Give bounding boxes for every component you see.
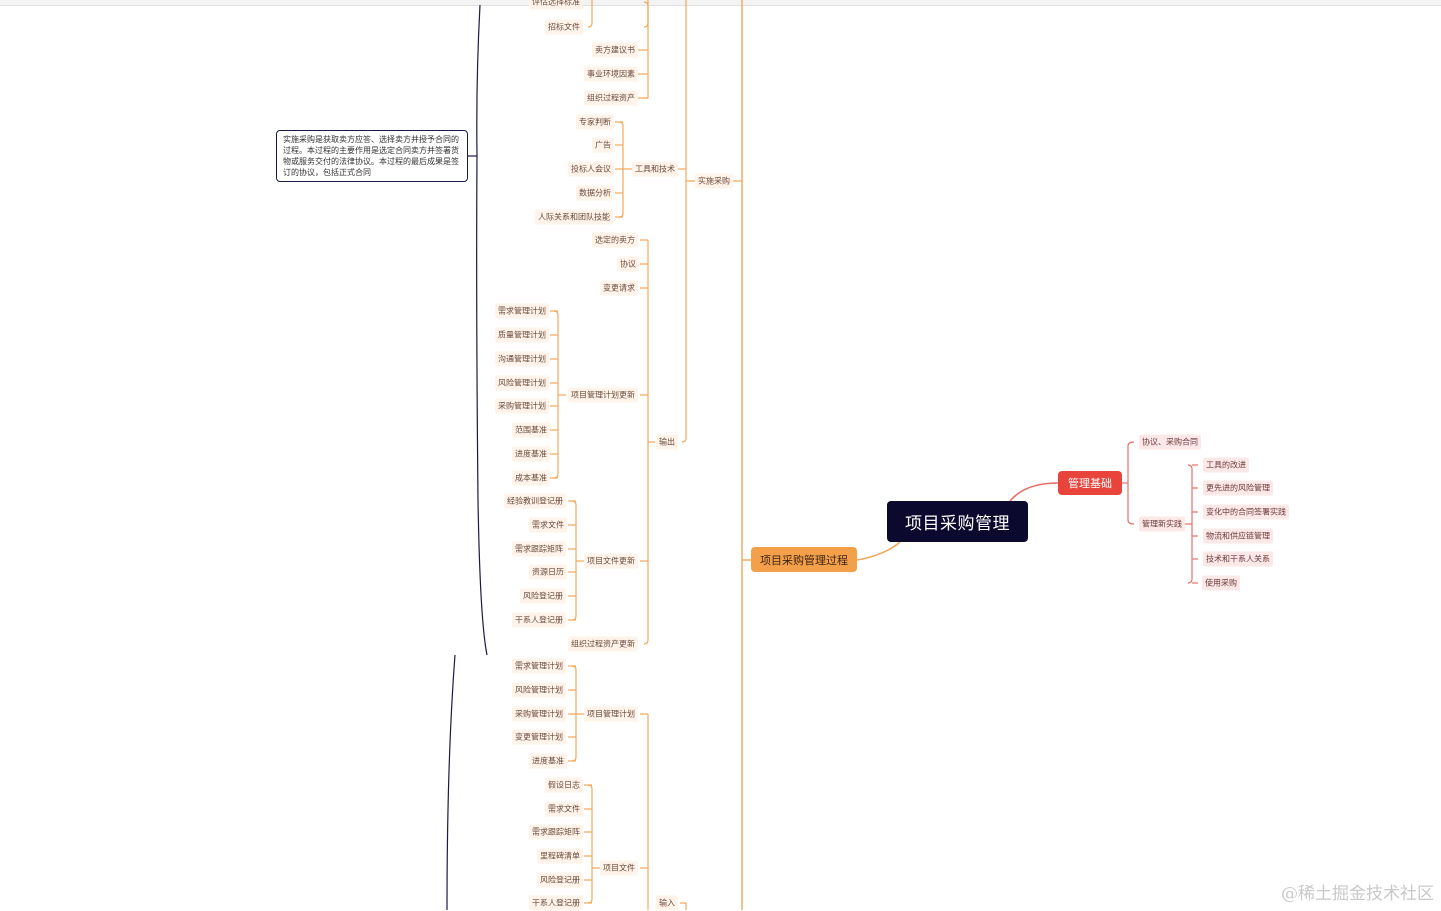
node-output-0[interactable]: 选定的卖方 <box>592 232 638 248</box>
process-branch-node[interactable]: 项目采购管理过程 <box>751 547 857 572</box>
connector-29 <box>553 310 559 479</box>
node-plan-update-4[interactable]: 采购管理计划 <box>495 398 549 414</box>
connector-65 <box>1127 441 1135 525</box>
node-plan-update-5[interactable]: 范围基准 <box>512 422 550 438</box>
node-basis-practice-label[interactable]: 管理新实践 <box>1139 516 1185 532</box>
node-ctrl-doc-2[interactable]: 需求跟踪矩阵 <box>529 824 583 840</box>
node-practice-3[interactable]: 物流和供应链管理 <box>1203 528 1273 544</box>
connector-39 <box>571 500 577 621</box>
node-output-2[interactable]: 变更请求 <box>600 280 638 296</box>
node-output-label[interactable]: 输出 <box>656 434 678 450</box>
node-practice-0[interactable]: 工具的改进 <box>1203 457 1249 473</box>
basis-branch-node[interactable]: 管理基础 <box>1058 471 1122 495</box>
node-ctrl-doc-label[interactable]: 项目文件 <box>600 860 638 876</box>
node-inputs-top-4[interactable]: 组织过程资产 <box>584 90 638 106</box>
node-ctrl-plan-1[interactable]: 风险管理计划 <box>512 682 566 698</box>
node-doc-update-5[interactable]: 干系人登记册 <box>512 612 566 628</box>
node-implement-label[interactable]: 实施采购 <box>695 173 733 189</box>
node-ctrl-doc-5[interactable]: 干系人登记册 <box>529 895 583 911</box>
node-practice-4[interactable]: 技术和干系人关系 <box>1203 551 1273 567</box>
node-plan-update-6[interactable]: 进度基准 <box>512 446 550 462</box>
node-tool-2[interactable]: 投标人会议 <box>568 161 614 177</box>
node-tool-1[interactable]: 广告 <box>592 137 614 153</box>
connector-57 <box>587 784 593 904</box>
node-inputs-top-3[interactable]: 事业环境因素 <box>584 66 638 82</box>
node-ctrl-doc-4[interactable]: 风险登记册 <box>537 872 583 888</box>
node-plan-update-2[interactable]: 沟通管理计划 <box>495 351 549 367</box>
node-doc-update-1[interactable]: 需求文件 <box>529 517 567 533</box>
node-ctrl-input-label[interactable]: 输入 <box>656 895 678 911</box>
node-practice-1[interactable]: 更先进的风险管理 <box>1203 480 1273 496</box>
callout-note[interactable]: 实施采购是获取卖方应答、选择卖方并授予合同的过程。本过程的主要作用是选定合同卖方… <box>276 130 468 182</box>
node-practice-5[interactable]: 使用采购 <box>1202 575 1240 591</box>
node-output-1[interactable]: 协议 <box>617 256 639 272</box>
node-plan-update-1[interactable]: 质量管理计划 <box>495 327 549 343</box>
connector-68 <box>1187 464 1193 584</box>
node-inputs-top-0[interactable]: 评估选择标准 <box>529 0 583 10</box>
node-ctrl-plan-label[interactable]: 项目管理计划 <box>584 706 638 722</box>
node-plan-update-7[interactable]: 成本基准 <box>512 470 550 486</box>
node-plan-update-3[interactable]: 风险管理计划 <box>495 375 549 391</box>
node-ctrl-doc-1[interactable]: 需求文件 <box>545 801 583 817</box>
node-ctrl-doc-3[interactable]: 里程碑清单 <box>537 848 583 864</box>
node-basis-agreement[interactable]: 协议、采购合同 <box>1139 434 1201 450</box>
connector-49 <box>640 713 648 869</box>
connector-13 <box>587 0 593 28</box>
top-toolbar-strip <box>0 0 1441 6</box>
node-doc-update-label[interactable]: 项目文件更新 <box>584 553 638 569</box>
watermark: @稀土掘金技术社区 <box>1281 884 1434 904</box>
node-tool-3[interactable]: 数据分析 <box>576 185 614 201</box>
root-node[interactable]: 项目采购管理 <box>887 501 1028 542</box>
node-plan-update-label[interactable]: 项目管理计划更新 <box>568 387 638 403</box>
connector-77 <box>446 654 456 910</box>
node-inputs-top-1[interactable]: 招标文件 <box>545 19 583 35</box>
node-tool-4[interactable]: 人际关系和团队技能 <box>535 209 613 225</box>
node-tool-0[interactable]: 专家判断 <box>576 114 614 130</box>
node-ctrl-plan-3[interactable]: 变更管理计划 <box>512 729 566 745</box>
connector-22 <box>643 240 649 645</box>
connector-4 <box>681 0 687 443</box>
node-plan-update-0[interactable]: 需求管理计划 <box>495 303 549 319</box>
node-tools-label[interactable]: 工具和技术 <box>632 161 678 177</box>
connector-2 <box>856 541 901 561</box>
connector-75 <box>476 4 488 656</box>
node-doc-update-2[interactable]: 需求跟踪矩阵 <box>512 541 566 557</box>
node-doc-update-0[interactable]: 经验教训登记册 <box>504 493 566 509</box>
node-doc-update-4[interactable]: 风险登记册 <box>520 588 566 604</box>
node-ctrl-doc-0[interactable]: 假设日志 <box>545 777 583 793</box>
node-doc-update-3[interactable]: 资源日历 <box>529 564 567 580</box>
connector-47 <box>680 902 687 910</box>
connector-3 <box>1009 482 1059 502</box>
connector-9 <box>644 0 649 99</box>
node-ctrl-plan-0[interactable]: 需求管理计划 <box>512 658 566 674</box>
node-practice-2[interactable]: 变化中的合同签署实践 <box>1203 504 1289 520</box>
node-ctrl-plan-4[interactable]: 进度基准 <box>529 753 567 769</box>
node-org-update[interactable]: 组织过程资产更新 <box>568 636 638 652</box>
node-ctrl-plan-2[interactable]: 采购管理计划 <box>512 706 566 722</box>
node-inputs-top-2[interactable]: 卖方建议书 <box>592 42 638 58</box>
